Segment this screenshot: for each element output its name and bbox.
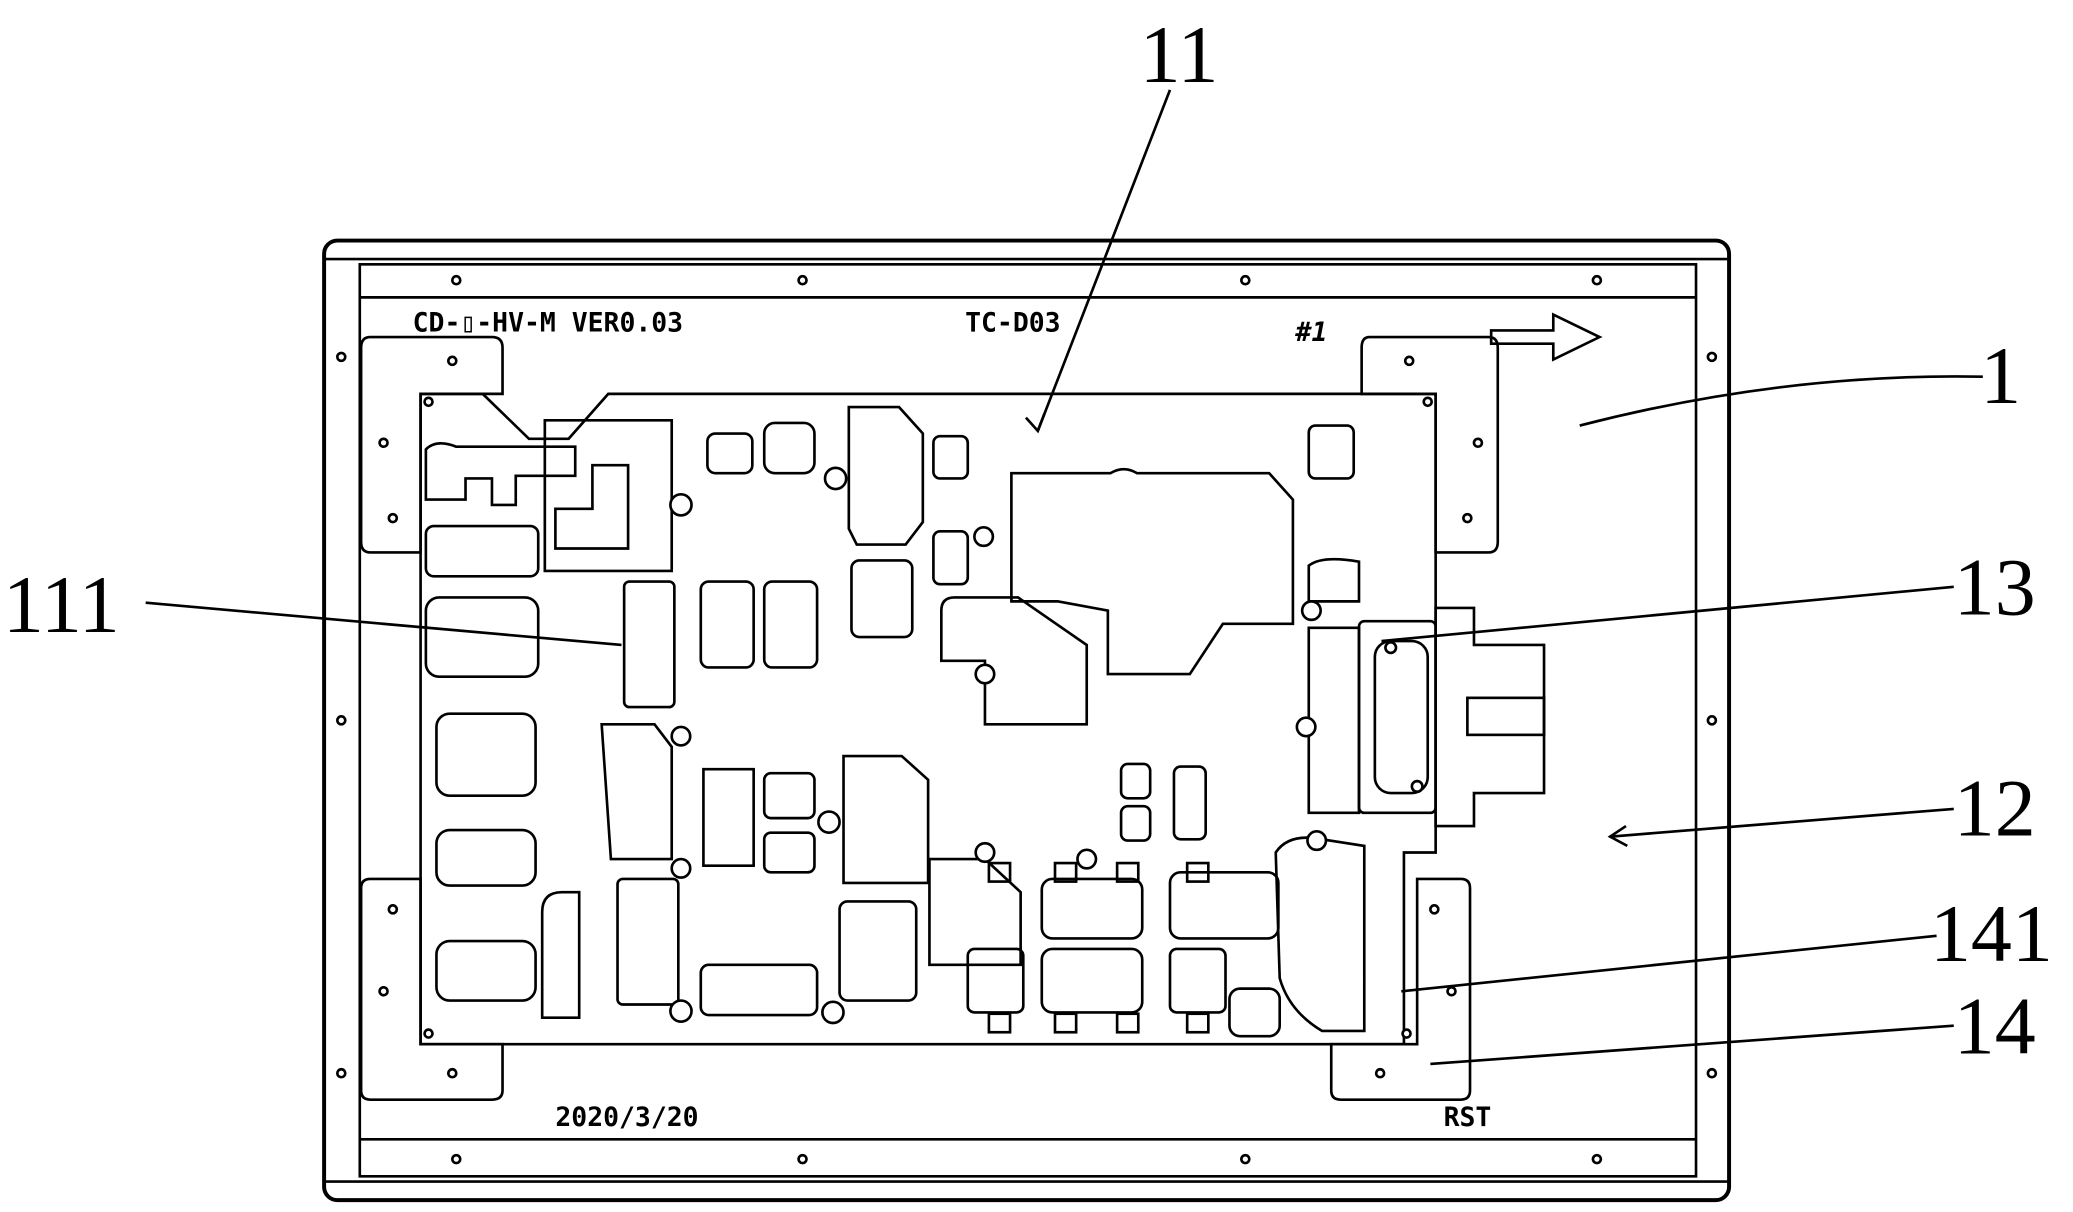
label-11: 11 bbox=[1140, 9, 1219, 100]
reset-text: RST bbox=[1444, 1102, 1492, 1133]
direction-arrow-icon bbox=[1489, 312, 1603, 362]
frame-screw-holes bbox=[335, 274, 1718, 1165]
number-text: #1 bbox=[1295, 317, 1328, 348]
fixture-frame bbox=[322, 238, 1732, 1203]
label-13: 13 bbox=[1954, 542, 2036, 633]
model-text: CD-▯-HV-M VER0.03 bbox=[413, 308, 683, 339]
code-text: TC-D03 bbox=[965, 308, 1060, 339]
leader-lines bbox=[145, 89, 1983, 1066]
label-111: 111 bbox=[3, 559, 120, 650]
label-14: 14 bbox=[1954, 980, 2036, 1071]
label-1: 1 bbox=[1980, 330, 2021, 421]
label-12: 12 bbox=[1954, 762, 2036, 853]
clamp-blocks bbox=[359, 335, 1500, 1101]
date-text: 2020/3/20 bbox=[555, 1102, 698, 1133]
pcb-board bbox=[419, 392, 1437, 1046]
label-141: 141 bbox=[1930, 888, 2053, 979]
